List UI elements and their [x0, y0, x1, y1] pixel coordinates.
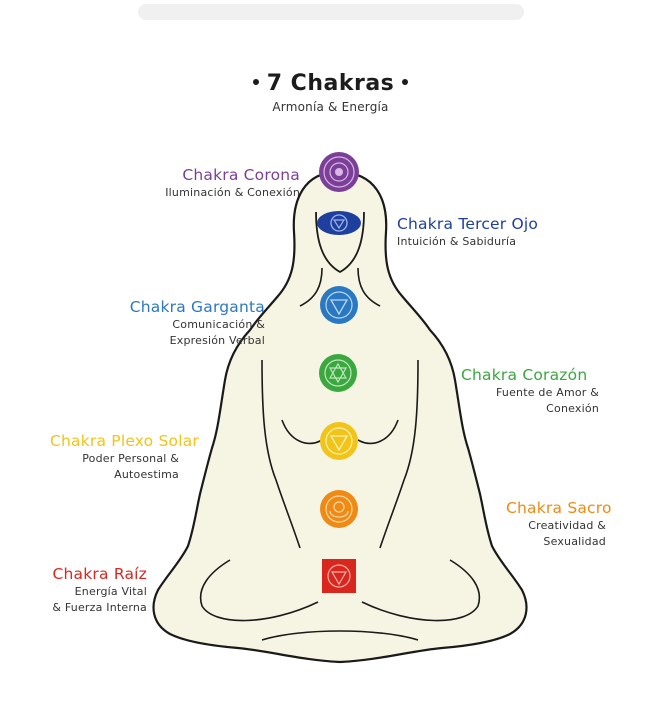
leg-line-right — [361, 559, 481, 622]
bust-line-right — [357, 419, 399, 445]
page-title-text: 7 Chakras — [266, 71, 395, 96]
bust-line-left — [281, 419, 323, 445]
arm-line-right — [379, 359, 419, 549]
crown-chakra-icon — [319, 152, 359, 192]
label-corona-desc: Iluminación & Conexión — [165, 186, 300, 199]
label-corazon-desc: Fuente de Amor & Conexión — [495, 386, 599, 415]
label-corona: Chakra Corona Iluminación & Conexión — [165, 165, 300, 201]
label-sacro: Chakra Sacro Creatividad & Sexualidad — [506, 498, 612, 550]
neck-line-right — [357, 267, 381, 307]
label-plexo-solar-name: Chakra Plexo Solar — [49, 432, 199, 450]
label-raiz-name: Chakra Raíz — [52, 565, 147, 583]
label-corazon: Chakra Corazón Fuente de Amor & Conexión — [461, 365, 599, 417]
neck-line-left — [299, 267, 323, 307]
label-raiz-desc: Energía Vital & Fuerza Interna — [52, 585, 147, 614]
arm-line-left — [261, 359, 301, 549]
label-tercer-ojo-name: Chakra Tercer Ojo — [397, 215, 539, 233]
leg-line-left — [199, 559, 319, 622]
label-garganta-desc: Comunicación & Expresión Verbal — [169, 318, 265, 347]
page-title: 7 Chakras — [0, 70, 661, 98]
label-raiz: Chakra Raíz Energía Vital & Fuerza Inter… — [52, 564, 147, 616]
third-eye-chakra-icon — [317, 211, 361, 235]
title-block: 7 Chakras Armonía & Energía — [0, 70, 661, 114]
lap-line — [261, 630, 419, 641]
label-sacro-name: Chakra Sacro — [506, 499, 612, 517]
sacral-chakra-icon — [320, 490, 358, 528]
label-garganta-name: Chakra Garganta — [129, 298, 265, 316]
face-outline — [315, 211, 365, 274]
bullet-dot-left — [252, 79, 259, 85]
body-silhouette — [152, 170, 528, 664]
throat-chakra-icon — [320, 286, 358, 324]
label-corona-name: Chakra Corona — [182, 166, 300, 184]
label-corazon-name: Chakra Corazón — [461, 366, 588, 384]
solar-plexus-chakra-icon — [320, 422, 358, 460]
label-sacro-desc: Creatividad & Sexualidad — [528, 519, 606, 548]
label-plexo-solar: Chakra Plexo Solar Poder Personal & Auto… — [50, 431, 199, 483]
heart-chakra-icon — [319, 354, 357, 392]
top-bar — [138, 4, 524, 20]
label-tercer-ojo: Chakra Tercer Ojo Intuición & Sabiduría — [397, 214, 538, 250]
bullet-dot-right — [402, 79, 409, 85]
label-tercer-ojo-desc: Intuición & Sabiduría — [397, 235, 517, 248]
root-chakra-icon — [322, 559, 356, 593]
label-garganta: Chakra Garganta Comunicación & Expresión… — [130, 297, 265, 349]
label-plexo-solar-desc: Poder Personal & Autoestima — [82, 452, 179, 481]
page-subtitle: Armonía & Energía — [272, 100, 389, 114]
